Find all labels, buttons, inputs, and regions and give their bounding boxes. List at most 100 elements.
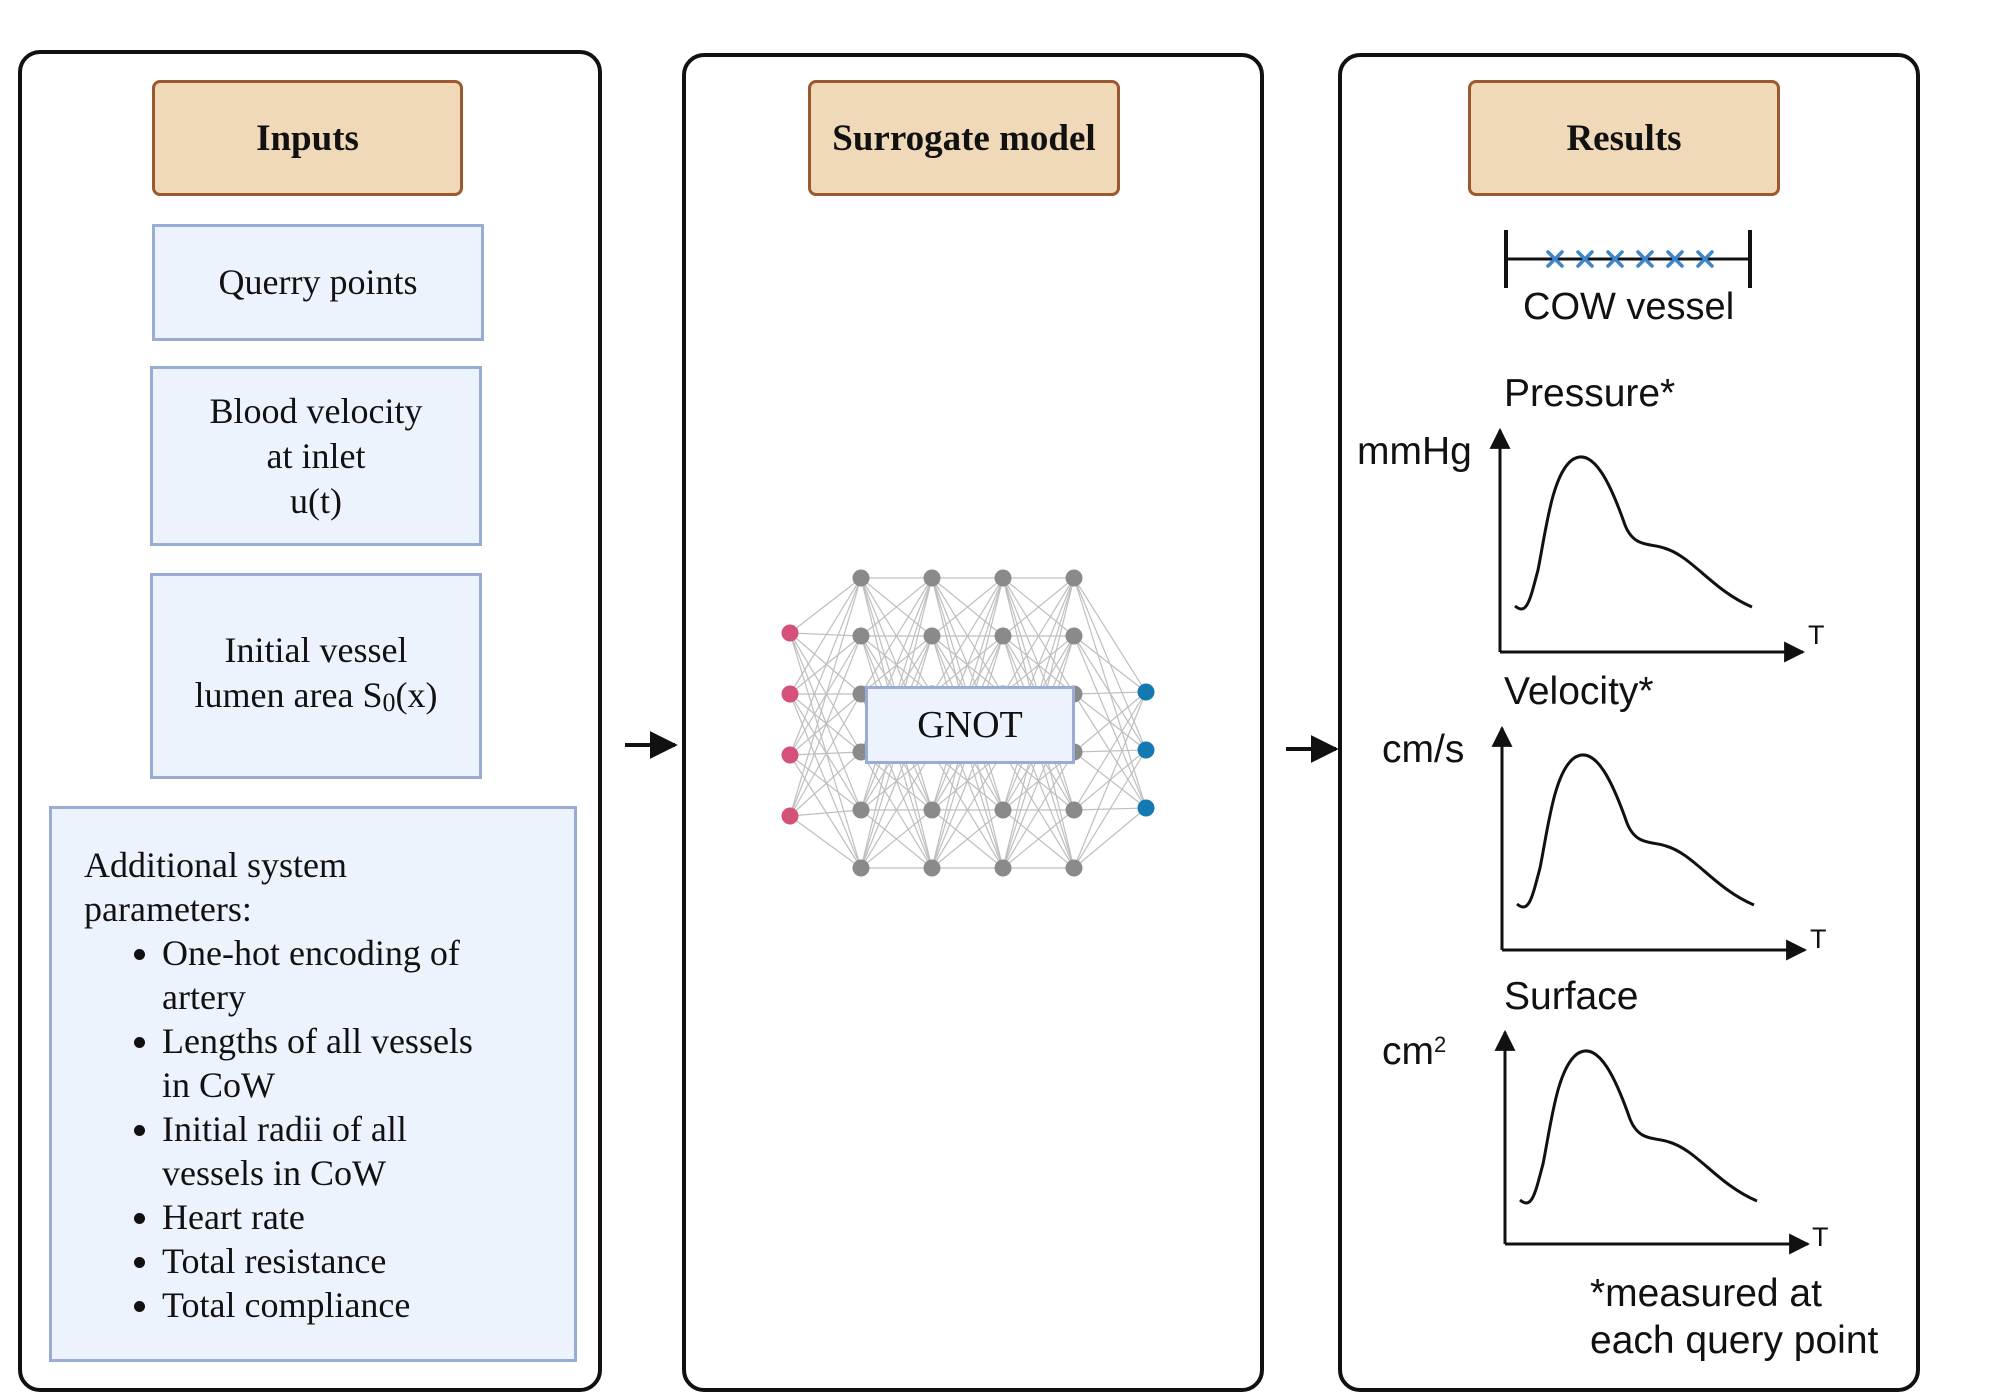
hidden-node (923, 859, 941, 877)
hidden-node (1065, 627, 1083, 645)
hidden-node (1065, 801, 1083, 819)
pressure-x-label: T (1808, 620, 1825, 650)
query-marker (1576, 250, 1594, 268)
hidden-node (923, 801, 941, 819)
query-points-label: Querry points (218, 262, 418, 302)
param-item-line: Total compliance (162, 1285, 411, 1325)
hidden-node (994, 569, 1012, 587)
hidden-node (923, 569, 941, 587)
network-edge (789, 693, 862, 753)
vessel-diagram (1504, 230, 1752, 288)
hidden-node (852, 801, 870, 819)
surrogate-header: Surrogate model (808, 80, 1120, 196)
network-edge (860, 809, 933, 869)
network-edge (789, 751, 862, 817)
area-suffix: (x) (395, 674, 438, 715)
network-edge (789, 693, 862, 811)
area-subscript: 0 (382, 687, 396, 717)
output-node (1137, 741, 1155, 759)
network-edge (1073, 749, 1147, 869)
area-prefix: lumen area S (194, 674, 383, 715)
network-edge (789, 751, 862, 756)
network-edge (789, 632, 862, 753)
network-edge (1073, 691, 1147, 811)
network-edge (931, 577, 1004, 637)
network-edge (789, 632, 862, 637)
param-item-line: in CoW (162, 1065, 275, 1105)
network-edge (789, 632, 862, 869)
initial-area-box: Initial vessel lumen area S0(x) (150, 573, 482, 779)
hidden-node (994, 801, 1012, 819)
surface-unit-base: cm (1382, 1030, 1434, 1073)
blood-velocity-line-2: at inlet (266, 435, 366, 476)
network-edge (789, 632, 862, 695)
network-edge (789, 754, 862, 811)
input-node (781, 746, 799, 764)
surface-title: Surface (1504, 975, 1639, 1018)
output-node (1137, 683, 1155, 701)
query-marker (1636, 250, 1654, 268)
network-edge (860, 577, 933, 637)
hidden-node (852, 569, 870, 587)
network-edge (1002, 809, 1075, 869)
network-edge (789, 693, 862, 869)
velocity-curve (1516, 753, 1755, 909)
surface-plot (1494, 1029, 1811, 1255)
pressure-title: Pressure* (1504, 372, 1676, 415)
params-title-line-1: Additional system (84, 845, 347, 885)
network-edge (789, 577, 862, 817)
network-edge (1002, 577, 1075, 637)
network-edge (789, 577, 862, 695)
network-edge (1073, 691, 1147, 869)
network-edge (1073, 691, 1147, 695)
network-edge (789, 754, 862, 869)
network-edge (789, 815, 862, 869)
footnote: *measured at each query point (1590, 1270, 1878, 1364)
hidden-node (994, 859, 1012, 877)
hidden-node (1065, 569, 1083, 587)
vessel-label: COW vessel (1523, 286, 1735, 328)
blood-velocity-line-1: Blood velocity (209, 390, 423, 431)
network-edge (931, 751, 1004, 869)
param-item-line: Total resistance (162, 1241, 387, 1281)
network-edge (860, 577, 933, 695)
blood-velocity-box: Blood velocity at inlet u(t) (150, 366, 482, 546)
input-node (781, 624, 799, 642)
network-edge (789, 635, 862, 817)
hidden-node (852, 627, 870, 645)
blood-velocity-line-3: u(t) (290, 480, 342, 521)
param-item-line: artery (162, 977, 246, 1017)
param-item-line: Heart rate (162, 1197, 305, 1237)
results-panel (1338, 53, 1920, 1392)
surface-curve (1519, 1049, 1758, 1205)
input-node (781, 685, 799, 703)
surface-x-label: T (1812, 1222, 1829, 1252)
hidden-node (1065, 859, 1083, 877)
pressure-curve (1514, 455, 1753, 611)
velocity-x-label: T (1810, 924, 1827, 954)
query-marker (1606, 250, 1624, 268)
results-header: Results (1468, 80, 1780, 196)
gnot-label: GNOT (865, 686, 1075, 764)
pressure-plot (1489, 427, 1806, 663)
params-title-line-2: parameters: (84, 889, 252, 929)
query-markers (1546, 250, 1714, 268)
query-marker (1696, 250, 1714, 268)
network-edge (931, 809, 1004, 869)
network-edge (789, 693, 862, 817)
query-marker (1666, 250, 1684, 268)
initial-area-line-2: lumen area S0(x) (195, 673, 438, 725)
additional-params-box: Additional system parameters: One-hot en… (49, 806, 577, 1362)
network-edge (1073, 807, 1147, 869)
surface-unit: cm2 (1382, 1030, 1446, 1074)
hidden-node (994, 627, 1012, 645)
surface-unit-sup: 2 (1434, 1032, 1447, 1057)
hidden-node (852, 859, 870, 877)
network-edge (860, 751, 933, 869)
network-edge (1073, 691, 1147, 753)
network-edge (789, 632, 862, 811)
network-edge (789, 809, 862, 817)
